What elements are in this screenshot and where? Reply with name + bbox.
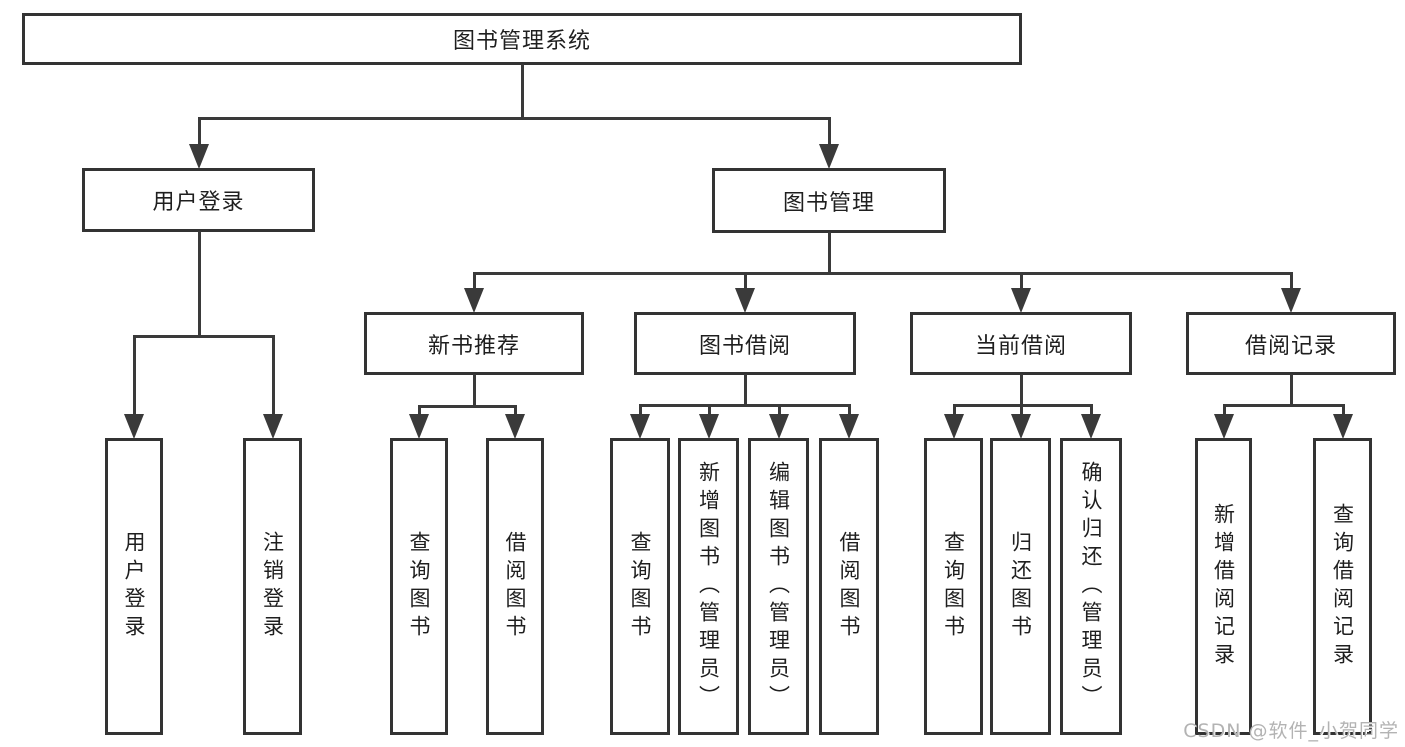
- connector-line: [828, 117, 831, 148]
- connector-line: [1290, 272, 1293, 292]
- connector-line: [953, 404, 956, 418]
- connector-line: [418, 405, 421, 418]
- node-label: 注销登录: [260, 530, 285, 643]
- leaf-return-books: 归还图书: [990, 438, 1051, 735]
- arrow-down-icon: [409, 414, 429, 439]
- leaf-borrow-books-2: 借阅图书: [819, 438, 879, 735]
- node-label: 图书借阅: [698, 333, 791, 359]
- node-user-login: 用户登录: [82, 168, 315, 232]
- connector-line: [639, 404, 851, 407]
- leaf-edit-books-admin: 编辑图书（管理员）: [748, 438, 809, 735]
- node-library-system: 图书管理系统: [22, 13, 1022, 65]
- leaf-query-books-3: 查询图书: [924, 438, 983, 735]
- leaf-add-books-admin: 新增图书（管理员）: [678, 438, 739, 735]
- node-label: 借阅图书: [503, 530, 527, 643]
- connector-line: [744, 272, 747, 292]
- node-book-borrowing: 图书借阅: [634, 312, 856, 375]
- arrow-down-icon: [699, 414, 719, 439]
- arrow-down-icon: [1281, 288, 1301, 313]
- arrow-down-icon: [839, 414, 859, 439]
- connector-line: [418, 405, 517, 408]
- arrow-down-icon: [1011, 288, 1031, 313]
- connector-line: [708, 404, 711, 418]
- connector-line: [521, 64, 524, 120]
- connector-line: [1090, 404, 1093, 418]
- node-label: 新增图书（管理员）: [696, 460, 721, 713]
- connector-line: [473, 272, 476, 292]
- node-label: 查询图书: [628, 530, 652, 643]
- connector-line: [198, 117, 831, 120]
- node-label: 编辑图书（管理员）: [766, 460, 791, 713]
- leaf-query-books-2: 查询图书: [610, 438, 670, 735]
- node-borrow-records: 借阅记录: [1186, 312, 1396, 375]
- connector-line: [272, 335, 275, 418]
- leaf-query-borrow-record: 查询借阅记录: [1313, 438, 1372, 735]
- node-label: 用户登录: [152, 190, 245, 215]
- connector-line: [1223, 404, 1345, 407]
- connector-line: [473, 374, 476, 408]
- connector-line: [1290, 374, 1293, 407]
- connector-line: [473, 272, 1293, 275]
- arrow-down-icon: [944, 414, 964, 439]
- arrow-down-icon: [505, 414, 525, 439]
- arrow-down-icon: [1011, 414, 1031, 439]
- arrow-down-icon: [819, 144, 839, 169]
- arrow-down-icon: [124, 414, 144, 439]
- connector-line: [198, 117, 201, 148]
- node-label: 借阅记录: [1244, 333, 1337, 359]
- node-label: 当前借阅: [974, 333, 1067, 359]
- connector-line: [744, 374, 747, 407]
- connector-line: [1020, 374, 1023, 407]
- node-label: 借阅图书: [837, 530, 861, 643]
- node-label: 新书推荐: [427, 333, 520, 359]
- node-label: 归还图书: [1008, 530, 1033, 643]
- connector-line: [198, 231, 201, 338]
- connector-line: [1020, 272, 1023, 292]
- arrow-down-icon: [1214, 414, 1234, 439]
- connector-line: [639, 404, 642, 418]
- node-label: 图书管理系统: [452, 29, 591, 54]
- connector-line: [778, 404, 781, 418]
- arrow-down-icon: [464, 288, 484, 313]
- arrow-down-icon: [630, 414, 650, 439]
- node-book-management: 图书管理: [712, 168, 946, 233]
- connector-line: [133, 335, 136, 418]
- leaf-query-books-1: 查询图书: [390, 438, 448, 735]
- connector-line: [848, 404, 851, 418]
- arrow-down-icon: [1081, 414, 1101, 439]
- node-label: 查询图书: [407, 530, 431, 643]
- node-label: 查询借阅记录: [1330, 502, 1355, 671]
- node-label: 图书管理: [782, 190, 875, 216]
- leaf-user-login: 用户登录: [105, 438, 163, 735]
- connector-line: [1223, 404, 1226, 418]
- node-label: 用户登录: [122, 530, 146, 643]
- connector-line: [828, 232, 831, 275]
- connector-line: [1020, 404, 1023, 418]
- arrow-down-icon: [189, 144, 209, 169]
- connector-line: [953, 404, 1093, 407]
- arrow-down-icon: [735, 288, 755, 313]
- leaf-confirm-return-admin: 确认归还（管理员）: [1060, 438, 1122, 735]
- node-label: 确认归还（管理员）: [1079, 460, 1103, 713]
- leaf-borrow-books-1: 借阅图书: [486, 438, 544, 735]
- leaf-add-borrow-record: 新增借阅记录: [1195, 438, 1252, 735]
- node-label: 查询图书: [941, 530, 966, 643]
- connector-line: [514, 405, 517, 418]
- node-label: 新增借阅记录: [1211, 502, 1236, 671]
- node-current-borrowing: 当前借阅: [910, 312, 1132, 375]
- leaf-logout: 注销登录: [243, 438, 302, 735]
- connector-line: [1342, 404, 1345, 418]
- arrow-down-icon: [769, 414, 789, 439]
- arrow-down-icon: [1333, 414, 1353, 439]
- arrow-down-icon: [263, 414, 283, 439]
- connector-line: [133, 335, 275, 338]
- node-new-book-recommend: 新书推荐: [364, 312, 584, 375]
